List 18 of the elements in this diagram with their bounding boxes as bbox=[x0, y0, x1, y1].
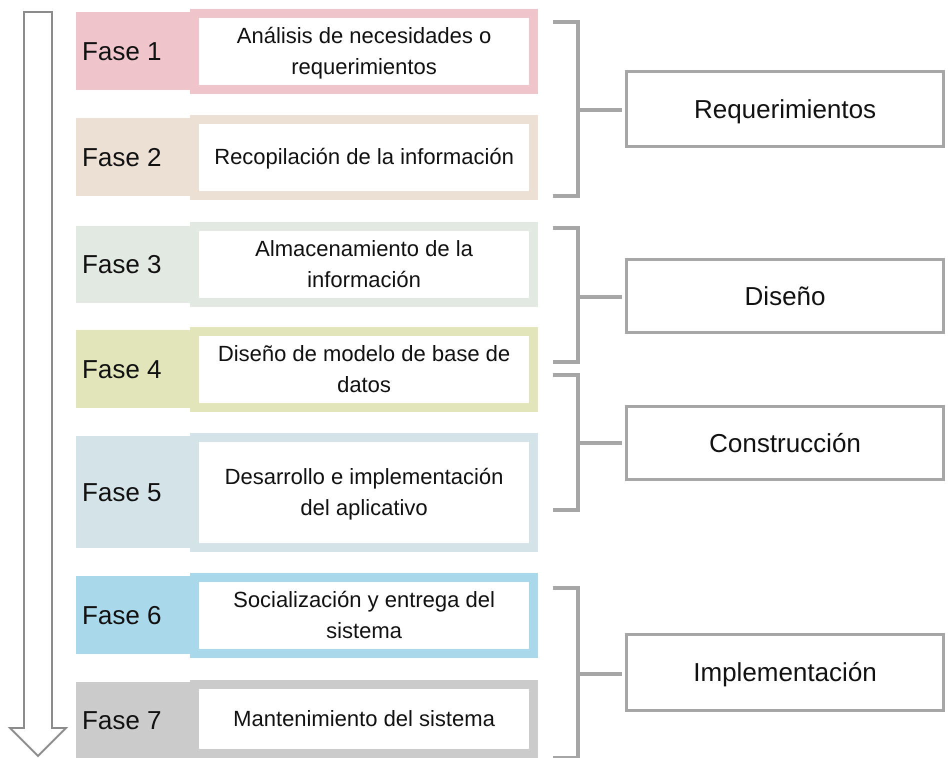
phase-description-box: Mantenimiento del sistema bbox=[190, 680, 538, 758]
phase-description-box: Socialización y entrega del sistema bbox=[190, 573, 538, 658]
phase-tab: Fase 6 bbox=[76, 576, 191, 654]
phase-description-box: Desarrollo e implementación del aplicativo bbox=[190, 433, 538, 552]
phase-tab: Fase 1 bbox=[76, 12, 191, 90]
phase-tab: Fase 3 bbox=[76, 226, 191, 303]
phase-tab: Fase 5 bbox=[76, 436, 191, 548]
phase-description-box: Recopilación de la información bbox=[190, 115, 538, 200]
stage-box: Implementación bbox=[625, 633, 945, 712]
stage-box: Diseño bbox=[625, 258, 945, 334]
phase-description-box: Análisis de necesidades o requerimientos bbox=[190, 9, 538, 94]
stage-box: Requerimientos bbox=[625, 70, 945, 148]
phase-description-box: Diseño de modelo de base de datos bbox=[190, 327, 538, 412]
phase-tab: Fase 2 bbox=[76, 118, 191, 196]
phase-tab: Fase 7 bbox=[76, 682, 191, 758]
phase-tab: Fase 4 bbox=[76, 330, 191, 408]
phase-description-box: Almacenamiento de la información bbox=[190, 222, 538, 307]
stage-box: Construcción bbox=[625, 405, 945, 481]
